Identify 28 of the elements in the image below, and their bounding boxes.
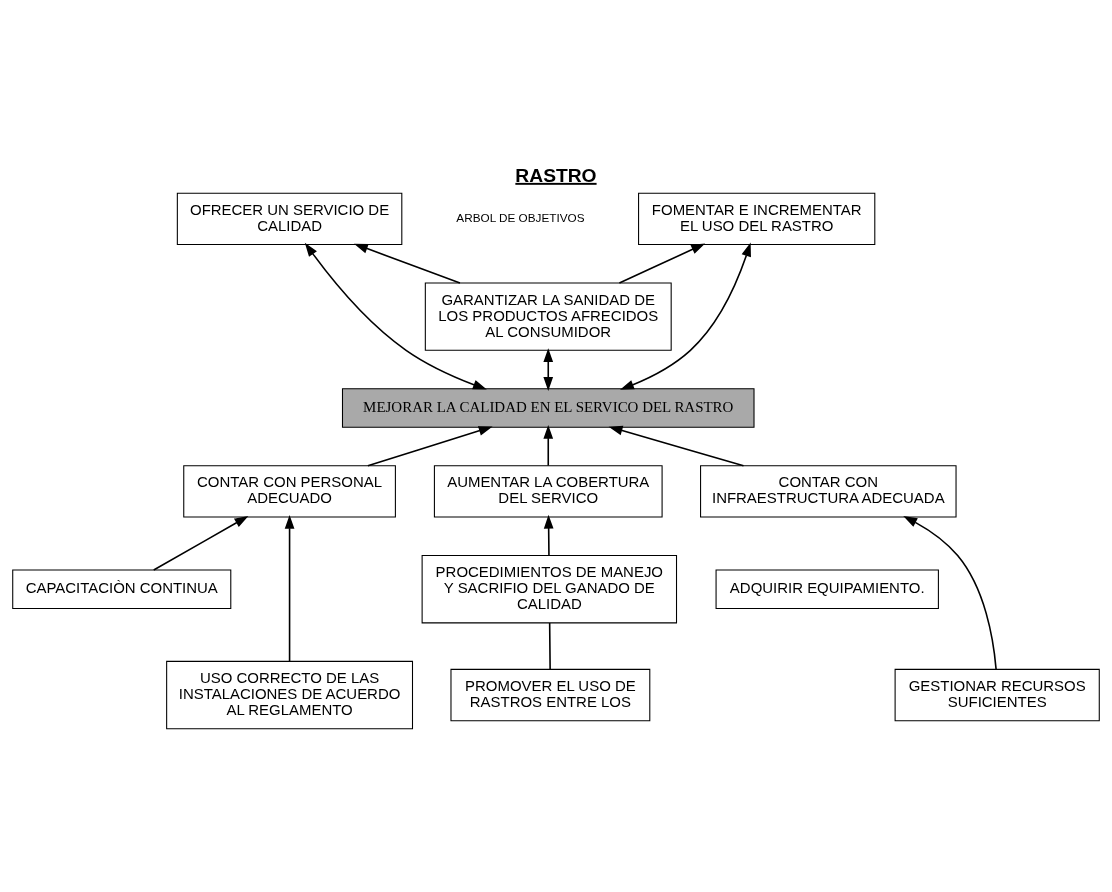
arrow: [903, 516, 997, 670]
arrow: [620, 242, 751, 390]
arrow: [543, 514, 554, 557]
node-box: CONTAR CON INFRAESTRUCTURA ADECUADA: [700, 465, 957, 518]
arrow: [367, 426, 493, 467]
node-box: PROCEDIMIENTOS DE MANEJO Y SACRIFIO DEL GANADO DE CALIDAD: [421, 555, 678, 624]
node-box: GESTIONAR RECURSOS SUFICIENTES: [894, 668, 1100, 722]
arrow: [152, 515, 249, 571]
connector: [548, 622, 551, 670]
node-box: OFRECER UN SERVICIO DE CALIDAD: [176, 192, 403, 246]
arrow: [608, 425, 745, 467]
arrow: [353, 243, 461, 284]
arrow: [304, 242, 487, 390]
arrow: [543, 348, 554, 391]
node-box: MEJORAR LA CALIDAD EN EL SERVICO DEL RASTRO: [341, 388, 755, 428]
node-box: AUMENTAR LA COBERTURA DEL SERVICO: [433, 465, 663, 518]
node-box: GARANTIZAR LA SANIDAD DE LOS PRODUCTOS AFRECIDOS AL CONSUMIDOR: [424, 282, 672, 351]
node-box: CAPACITACIÒN CONTINUA: [12, 569, 232, 609]
node-box: FOMENTAR E INCREMENTAR EL USO DEL RASTRO: [638, 192, 876, 246]
arrow: [618, 243, 706, 284]
node-box: ADQUIRIR EQUIPAMIENTO.: [715, 569, 939, 609]
arrow: [543, 424, 554, 467]
label: ARBOL DE OBJETIVOS: [456, 210, 585, 224]
arrow: [284, 514, 295, 662]
node-box: USO CORRECTO DE LAS INSTALACIONES DE ACUERDO AL REGLAMENTO: [166, 660, 414, 730]
diagram-title: RASTRO: [515, 164, 597, 186]
node-box: PROMOVER EL USO DE RASTROS ENTRE LOS: [450, 668, 651, 722]
node-box: CONTAR CON PERSONAL ADECUADO: [183, 465, 396, 518]
